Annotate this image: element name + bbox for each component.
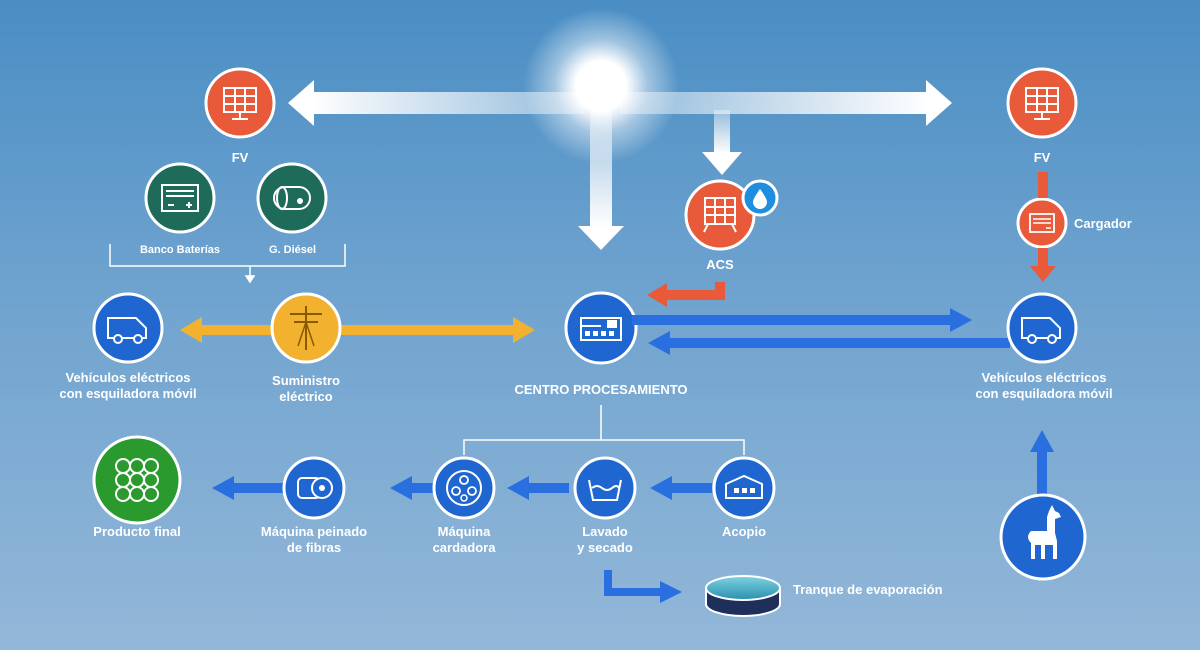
wash-tub-icon [573, 456, 637, 520]
diesel-tank-icon [256, 162, 328, 234]
arrow-suministro-bidirectional [180, 317, 535, 343]
fv-left-label: FV [231, 150, 249, 165]
acs-label: ACS [706, 257, 734, 272]
solar-panel-icon [1006, 67, 1078, 139]
arrow-vehiculo-right-to-centro [648, 331, 1010, 355]
fiber-roll-icon [282, 456, 346, 520]
banco-baterias-label: Banco Baterías [139, 244, 221, 256]
arrow-cardadora-to-peinado [390, 476, 434, 500]
llama-source-arrow [1030, 430, 1054, 496]
charger-icon [1016, 197, 1068, 249]
sunlight-arrow-left [288, 80, 585, 126]
sunlight-arrow-right [620, 80, 952, 126]
vehiculos-left-label: Vehículos eléctricos con esquiladora móv… [59, 370, 197, 401]
backup-bracket [109, 244, 346, 284]
llama-icon [999, 493, 1087, 581]
yarn-icon [92, 435, 182, 525]
fv-right-label: FV [1033, 150, 1051, 165]
suministro-label: Suministro eléctrico [272, 373, 340, 404]
acopio-label: Acopio [721, 524, 767, 539]
battery-icon [144, 162, 216, 234]
arrow-lavado-to-tranque [604, 570, 682, 603]
sun-icon [523, 8, 679, 164]
arrow-acopio-to-lavado [650, 476, 712, 500]
carding-machine-icon [432, 456, 496, 520]
sunlight-arrow-down-acs [702, 110, 742, 175]
tranque-label: Tranque de evaporación [793, 582, 943, 597]
factory-icon [564, 291, 638, 365]
lavado-secado-label: Lavado y secado [577, 524, 633, 555]
van-icon [92, 292, 164, 364]
vehiculos-right-label: Vehículos eléctricos con esquiladora móv… [975, 370, 1113, 401]
arrow-peinado-to-producto [212, 476, 284, 500]
maquina-peinado-label: Máquina peinado de fibras [260, 524, 368, 555]
arrow-lavado-to-cardadora [507, 476, 569, 500]
centro-branch-bracket [463, 405, 745, 455]
water-drop-icon [741, 179, 779, 217]
arrow-cargador-to-vehiculo [1030, 248, 1056, 282]
arrow-acs-to-centro [647, 282, 725, 307]
producto-final-label: Producto final [93, 524, 181, 539]
cargador-label: Cargador [1074, 216, 1132, 231]
van-icon [1006, 292, 1078, 364]
power-pole-icon [270, 292, 342, 364]
g-diesel-label: G. Diésel [268, 244, 317, 256]
maquina-cardadora-label: Máquina cardadora [432, 524, 496, 555]
arrow-fv-to-cargador [1038, 172, 1048, 198]
warehouse-icon [712, 456, 776, 520]
centro-procesamiento-label: CENTRO PROCESAMIENTO [514, 382, 688, 397]
arrow-centro-to-vehiculo-right [632, 308, 972, 332]
evaporation-pond-icon [705, 575, 781, 617]
solar-panel-icon [204, 67, 276, 139]
